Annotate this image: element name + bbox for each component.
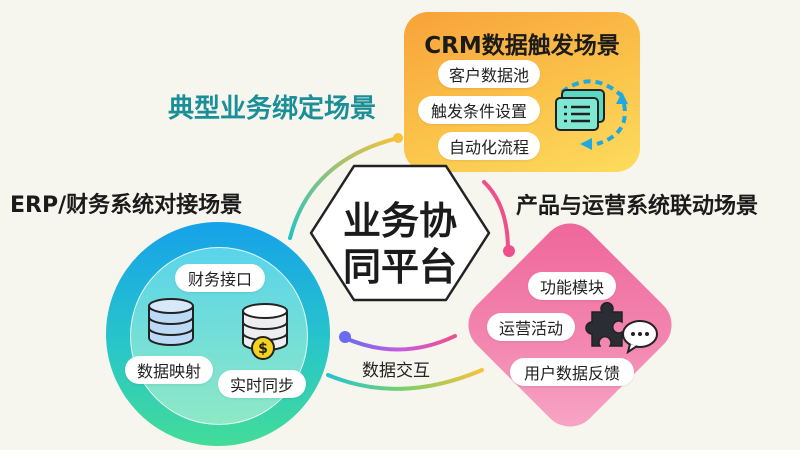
connector-label: 数据交互 [362,361,430,381]
erp-item: 数据映射 [125,356,213,384]
product-item: 用户数据反馈 [510,358,634,386]
product-item: 运营活动 [487,313,575,341]
erp-item: 财务接口 [175,264,265,292]
finance-database-icon: $ [242,303,288,360]
connector-crm-product [482,180,510,252]
puzzle-chat-icon [585,302,658,354]
heading: 典型业务绑定场景 [168,94,377,124]
crm-item: 客户数据池 [438,60,540,88]
connector-dot [503,245,515,257]
product-item: 功能模块 [528,272,616,300]
connector-dot [339,331,351,343]
crm-title: CRM数据触发场景 [424,33,620,59]
svg-text:$: $ [258,341,268,357]
sync-document-icon [555,79,628,150]
connector-dot [393,133,403,143]
crm-item: 触发条件设置 [418,96,540,124]
erp-item: 实时同步 [218,370,306,398]
platform-title-line2: 同平台 [342,245,457,289]
platform-title-line1: 业务协 [342,199,457,243]
platform-hexagon [309,164,491,302]
connector-erp-product [326,368,484,391]
connector-erp-crm [288,136,400,240]
connector-product-erp [343,334,457,352]
database-icon [148,298,194,346]
crm-item: 自动化流程 [438,132,540,160]
product-title: 产品与运营系统联动场景 [516,194,759,219]
erp-title: ERP/财务系统对接场景 [10,193,243,218]
